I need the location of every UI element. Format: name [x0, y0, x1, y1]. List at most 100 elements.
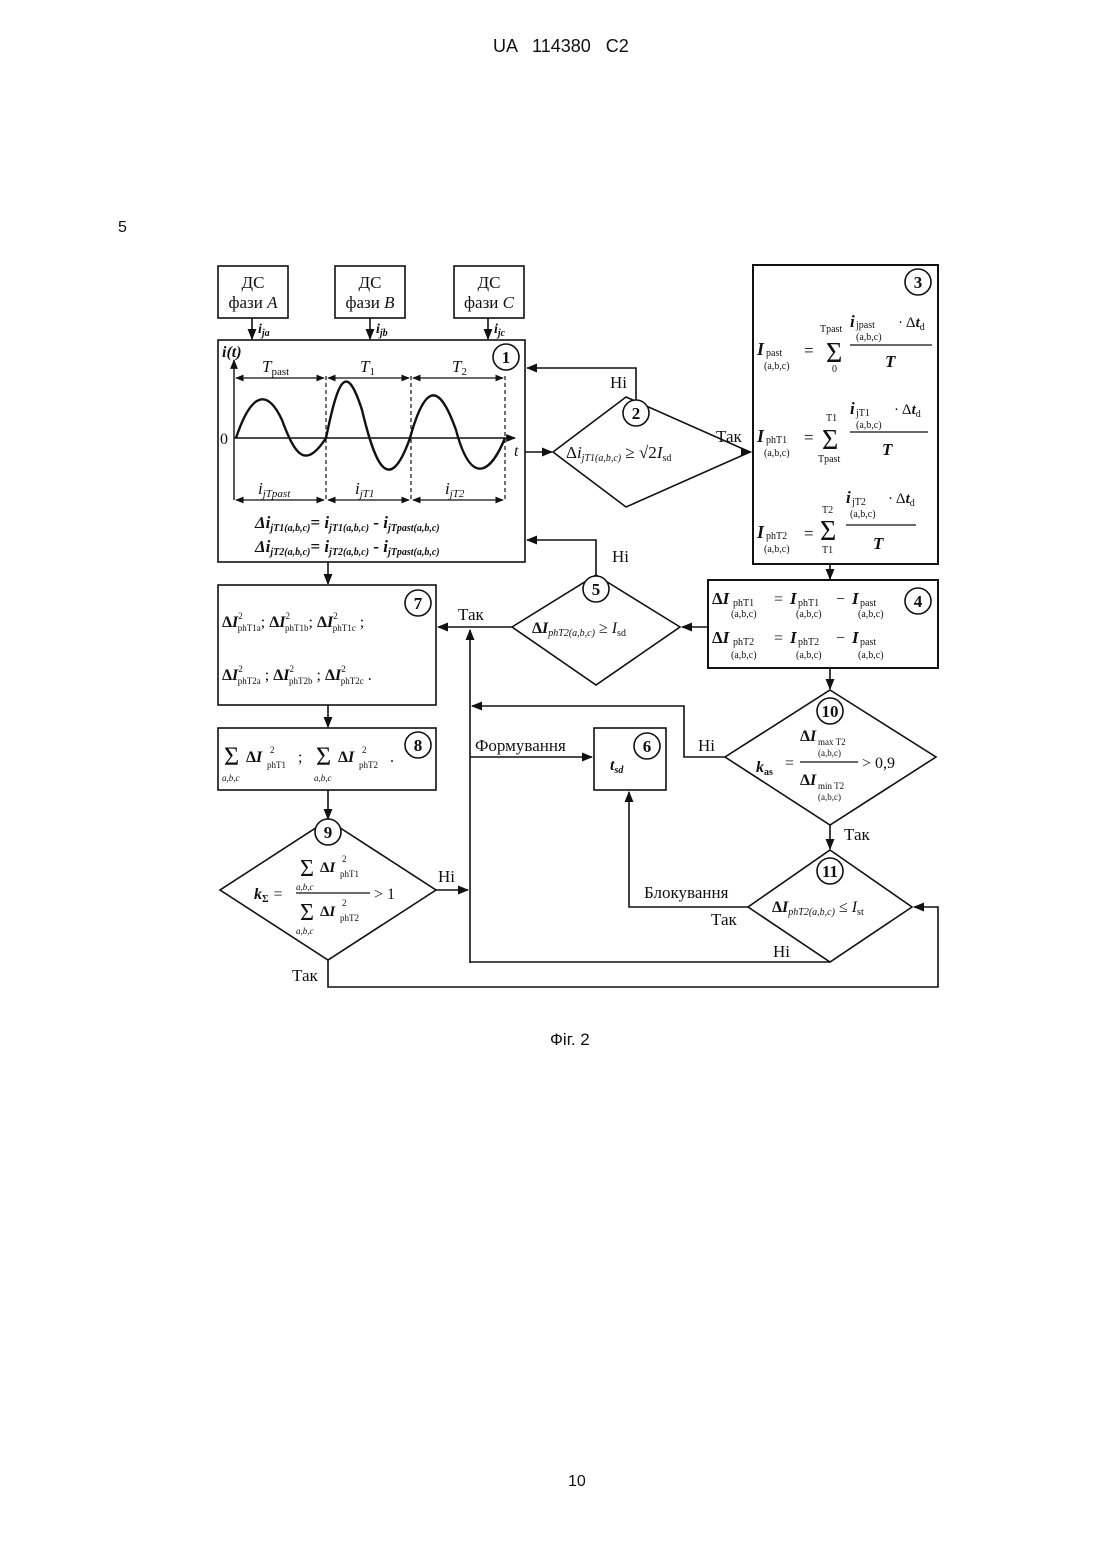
- block9-condition: kΣ = Σ a,b,c ΔI 2 phT1 Σ a,b,c ΔI 2 phT2…: [254, 854, 395, 936]
- svg-text:2: 2: [342, 854, 347, 864]
- svg-text:phT1: phT1: [733, 598, 754, 609]
- block6-number: 6: [643, 737, 652, 756]
- block6-label: tsd: [610, 757, 624, 776]
- svg-text:(a,b,c): (a,b,c): [796, 609, 822, 620]
- svg-text:i: i: [850, 312, 855, 331]
- label-yes-10: Так: [844, 825, 871, 844]
- svg-text:;: ;: [298, 749, 302, 766]
- svg-text:T: T: [885, 352, 896, 371]
- svg-text:jT2: jT2: [851, 497, 866, 508]
- svg-text:.: .: [390, 749, 394, 766]
- svg-text:ΔI: ΔI: [800, 728, 817, 745]
- svg-text:(a,b,c): (a,b,c): [764, 361, 790, 372]
- svg-text:T: T: [873, 534, 884, 553]
- svg-text:(a,b,c): (a,b,c): [764, 544, 790, 555]
- sensor-c-line1: ДС: [478, 273, 501, 292]
- svg-text:T1: T1: [826, 413, 837, 424]
- block1-equation-1: ΔijT1(a,b,c)= ijT1(a,b,c) - ijTpast(a,b,…: [254, 513, 440, 534]
- svg-text:(a,b,c): (a,b,c): [796, 650, 822, 661]
- label-no-10: Ні: [698, 736, 715, 755]
- svg-text:I: I: [756, 522, 765, 542]
- svg-text:ΔI: ΔI: [338, 749, 355, 766]
- period-1-label: T1: [360, 357, 375, 378]
- svg-text:a,b,c: a,b,c: [296, 926, 314, 936]
- label-no-11: Ні: [773, 942, 790, 961]
- svg-text:ΔI: ΔI: [712, 628, 731, 647]
- svg-text:jT1: jT1: [855, 408, 870, 419]
- period-past-label: Tpast: [262, 357, 289, 378]
- block8-number: 8: [414, 736, 423, 755]
- block7-number: 7: [414, 594, 423, 613]
- waveform-zero-label: 0: [220, 431, 228, 448]
- block1-number: 1: [502, 348, 511, 367]
- block3-formula-past: I past (a,b,c) = Tpast Σ 0 i jpast (a,b,…: [756, 312, 932, 375]
- svg-text:=: =: [774, 591, 783, 608]
- svg-text:0: 0: [832, 364, 837, 375]
- svg-text:past: past: [860, 637, 876, 648]
- svg-text:2: 2: [362, 745, 367, 755]
- svg-text:T2: T2: [822, 505, 833, 516]
- svg-text:Σ: Σ: [300, 856, 314, 882]
- svg-text:I: I: [789, 589, 798, 608]
- svg-text:=: =: [804, 341, 814, 360]
- block10-number: 10: [822, 702, 839, 721]
- svg-text:I: I: [756, 426, 765, 446]
- svg-text:phT1: phT1: [267, 760, 286, 770]
- svg-text:Σ: Σ: [820, 516, 836, 547]
- block3-formula-t1: I phT1 (a,b,c) = T1 Σ Tpast i jT1 (a,b,c…: [756, 399, 928, 465]
- svg-text:jpast: jpast: [855, 320, 875, 331]
- svg-text:phT1: phT1: [766, 435, 787, 446]
- svg-text:(a,b,c): (a,b,c): [764, 448, 790, 459]
- svg-text:kΣ =: kΣ =: [254, 886, 283, 905]
- svg-text:past: past: [860, 598, 876, 609]
- svg-text:Tpast: Tpast: [818, 454, 840, 465]
- svg-text:(a,b,c): (a,b,c): [850, 509, 876, 520]
- segment-past-label: ijTpast: [258, 479, 291, 500]
- block4-number: 4: [914, 592, 923, 611]
- svg-text:Σ: Σ: [224, 742, 239, 771]
- sensor-a-line2: фази A: [228, 293, 278, 312]
- block4-row-1: ΔI phT1 (a,b,c) = I phT1 (a,b,c) − I pas…: [712, 589, 884, 620]
- svg-text:phT2: phT2: [766, 531, 787, 542]
- sensor-c-line2: фази C: [464, 293, 515, 312]
- period-2-label: T2: [452, 357, 467, 378]
- label-forming: Формування: [475, 736, 566, 755]
- block2-condition: ΔijT1(a,b,c) ≥ √2Isd: [566, 443, 671, 464]
- svg-text:I: I: [851, 589, 860, 608]
- svg-text:(a,b,c): (a,b,c): [858, 609, 884, 620]
- svg-text:2: 2: [270, 745, 275, 755]
- svg-text:(a,b,c): (a,b,c): [818, 748, 841, 758]
- label-yes-11: Так: [711, 910, 738, 929]
- label-blocking: Блокування: [644, 883, 729, 902]
- svg-text:· Δtd: · Δtd: [898, 315, 925, 333]
- block11-condition: ΔIphT2(a,b,c) ≤ Ist: [772, 899, 864, 918]
- svg-text:a,b,c: a,b,c: [222, 773, 240, 783]
- svg-text:Σ: Σ: [822, 425, 838, 456]
- svg-text:(a,b,c): (a,b,c): [731, 650, 757, 661]
- block8-sums: Σ a,b,c ΔI 2 phT1 ; Σ a,b,c ΔI 2 phT2 .: [222, 742, 394, 783]
- svg-text:(a,b,c): (a,b,c): [856, 420, 882, 431]
- block11-number: 11: [822, 862, 838, 881]
- svg-text:phT2: phT2: [340, 913, 359, 923]
- svg-text:Tpast: Tpast: [820, 324, 842, 335]
- block3-formula-t2: I phT2 (a,b,c) = T2 Σ T1 i jT2 (a,b,c) ·…: [756, 488, 916, 556]
- svg-text:min T2: min T2: [818, 781, 844, 791]
- block9-number: 9: [324, 823, 333, 842]
- label-yes-9: Так: [292, 966, 319, 985]
- svg-text:ΔI: ΔI: [320, 904, 336, 920]
- svg-text:(a,b,c): (a,b,c): [731, 609, 757, 620]
- svg-text:past: past: [766, 348, 782, 359]
- svg-text:ΔI: ΔI: [320, 860, 336, 876]
- svg-text:ΔI: ΔI: [246, 749, 263, 766]
- svg-text:· Δtd: · Δtd: [888, 491, 915, 509]
- block5-condition: ΔIphT2(a,b,c) ≥ Isd: [532, 620, 626, 639]
- svg-text:kas: kas: [756, 759, 773, 778]
- label-yes-5: Так: [458, 605, 485, 624]
- label-no-9: Ні: [438, 867, 455, 886]
- svg-text:phT2: phT2: [359, 760, 378, 770]
- svg-text:phT2: phT2: [798, 637, 819, 648]
- segment-1-label: ijT1: [355, 479, 374, 500]
- label-yes-2: Так: [716, 427, 743, 446]
- svg-text:> 1: > 1: [374, 886, 395, 903]
